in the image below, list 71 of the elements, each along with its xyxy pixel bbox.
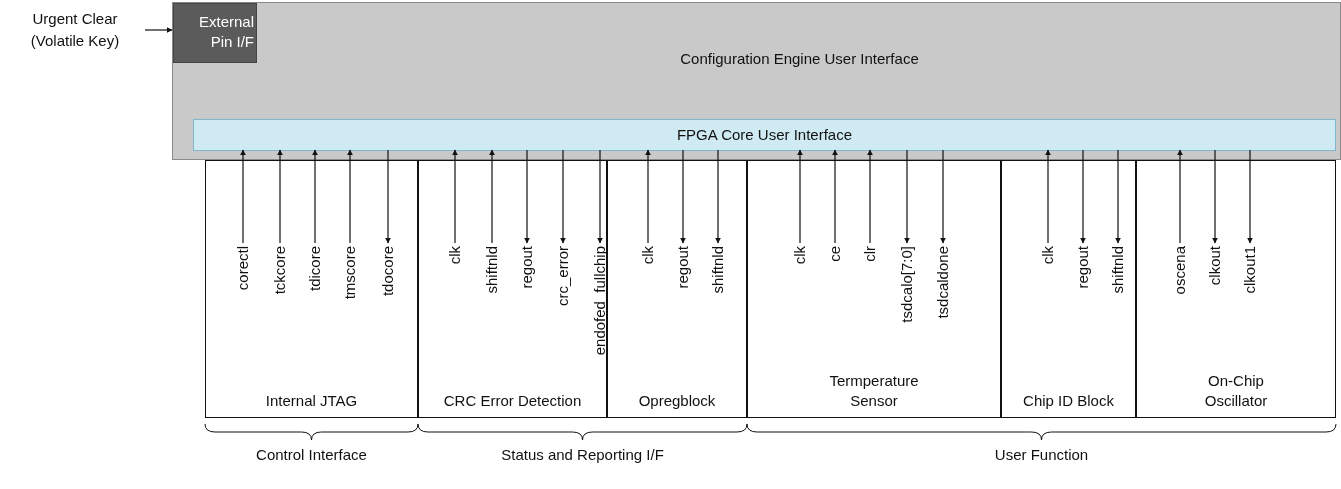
block-title: Chip ID Block [1022,391,1115,411]
arrow [452,149,458,244]
signal-label: endofed_fullchip [591,246,609,356]
arrow [144,27,173,33]
signal-label: oscena [1171,246,1189,295]
function-block [1001,160,1136,418]
arrow [347,149,353,244]
signal-label: clkout [1206,246,1224,286]
arrow [240,149,246,244]
group-label: Control Interface [255,446,368,463]
signal-label: clk [1039,246,1057,265]
interface-title: Configuration Engine User Interface [679,49,920,69]
arrow [797,149,803,244]
arrow [277,149,283,244]
signal-label: tdicore [306,246,324,292]
signal-label: corectl [234,246,252,291]
arrow [524,149,530,244]
function-block [1136,160,1336,418]
core-interface-bar [193,119,1336,151]
signal-label: clkout1 [1241,246,1259,294]
arrow [597,149,603,244]
function-block [747,160,1001,418]
signal-label: tdocore [379,246,397,297]
function-block [418,160,607,418]
block-title: On-Chip Oscillator [1203,371,1269,411]
arrow [645,149,651,244]
signal-text: Urgent Clear (Volatile Key) [5,8,145,52]
signal-label: crc_error [554,246,572,306]
signal-label: regout [674,246,692,289]
signal-label: ce [826,246,844,262]
signal-label: tsdcaldone [934,246,952,319]
interface-title: External Pin I/F [197,12,254,52]
function-block [205,160,418,418]
signal-label: clk [446,246,464,265]
arrow [867,149,873,244]
signal-label: tsdcalo[7:0] [898,246,916,323]
arrow [715,149,721,244]
arrow [489,149,495,244]
signal-label: shiftnld [709,246,727,294]
group-label: Status and Reporting I/F [500,446,665,463]
function-block [607,160,747,418]
arrow [1212,149,1218,244]
arrow [312,149,318,244]
signal-label: shiftnld [1109,246,1127,294]
signal-label: regout [1074,246,1092,289]
signal-label: clk [639,246,657,265]
interface-title: FPGA Core User Interface [675,125,854,145]
arrow [832,149,838,244]
arrow [1045,149,1051,244]
arrow [940,149,946,244]
block-title: CRC Error Detection [442,391,583,411]
pin-interface-box [173,3,257,63]
group-label: User Function [993,446,1090,463]
signal-label: shiftnld [483,246,501,294]
arrow [1080,149,1086,244]
arrow [560,149,566,244]
signal-label: clr [861,246,879,262]
block-title: Internal JTAG [264,391,359,411]
signal-label: tmscore [341,246,359,300]
signal-label: regout [518,246,536,289]
block-title: Opregblock [637,391,717,411]
arrow [1115,149,1121,244]
interface-box [172,2,1341,160]
arrow [1177,149,1183,244]
signal-label: clk [791,246,809,265]
block-title: Termperature Sensor [828,371,920,411]
arrow [385,149,391,244]
arrow [680,149,686,244]
arrow [1247,149,1253,244]
signal-label: tckcore [271,246,289,295]
arrow [904,149,910,244]
